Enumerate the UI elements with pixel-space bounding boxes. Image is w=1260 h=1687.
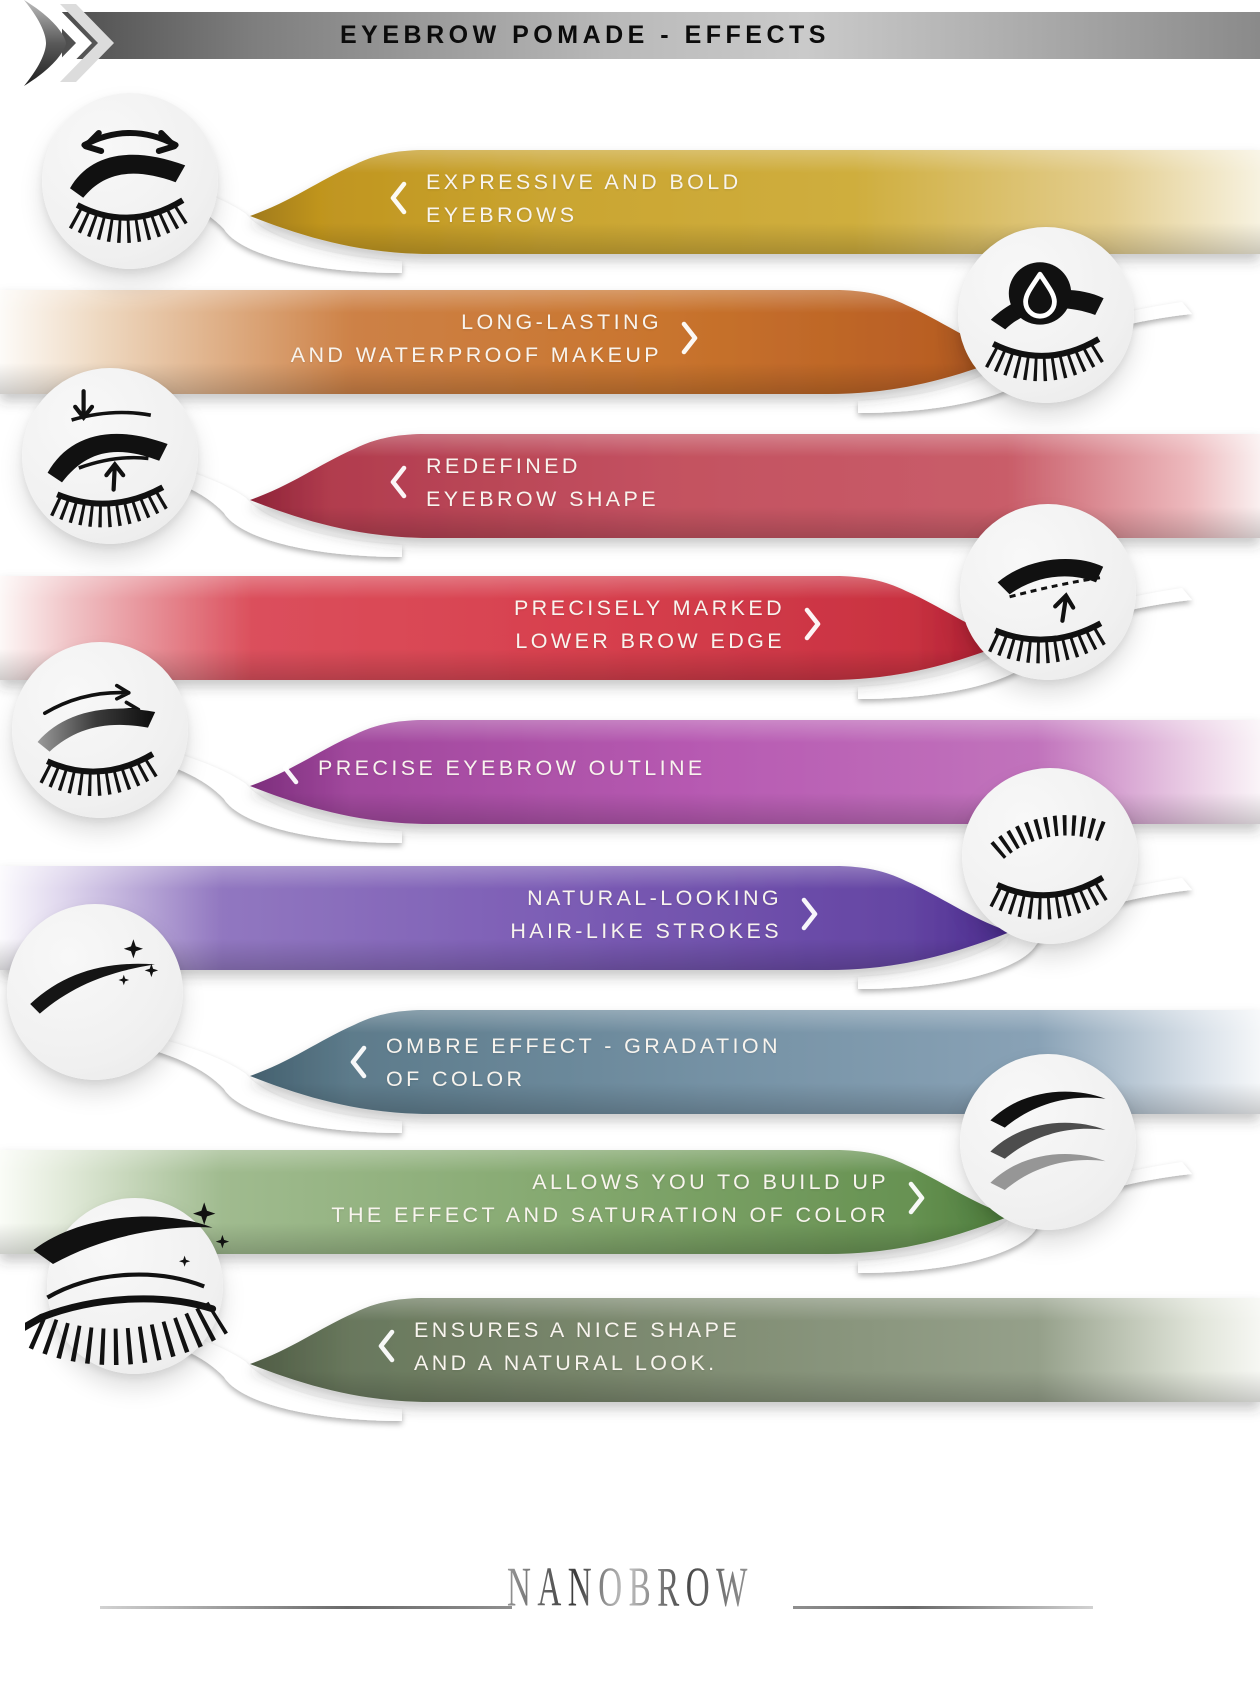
effect-label: OMBRE EFFECT - GRADATION OF COLOR (348, 1012, 781, 1112)
brow-direction-icon (68, 130, 193, 243)
brow-outline-icon (37, 683, 162, 796)
header-swoosh-icon (24, 0, 114, 86)
page-title: EYEBROW POMADE - EFFECTS (340, 21, 830, 49)
brand-logo-text: NANOBROW (506, 1555, 754, 1618)
label-line: LONG-LASTING (461, 309, 662, 334)
chevron-left-icon (390, 465, 407, 499)
effect-circle (958, 227, 1134, 403)
effect-label: PRECISE EYEBROW OUTLINE (280, 718, 706, 818)
brow-waterproof-icon (985, 262, 1108, 382)
divider-line (100, 1606, 512, 1609)
label-line: AND WATERPROOF MAKEUP (290, 342, 662, 367)
brow-reshape-icon (47, 389, 171, 528)
label-line: ENSURES A NICE SHAPE (414, 1317, 741, 1342)
label-line: EYEBROWS (426, 202, 578, 227)
chevron-left-icon (378, 1329, 395, 1363)
brow-ombre-icon (30, 939, 159, 1014)
label-line: HAIR-LIKE STROKES (510, 918, 782, 943)
label-line: ALLOWS YOU TO BUILD UP (532, 1169, 889, 1194)
eye-natural-icon (25, 1202, 230, 1366)
label-line: AND A NATURAL LOOK. (414, 1350, 718, 1375)
label-line: LOWER BROW EDGE (515, 628, 785, 653)
label-line: EYEBROW SHAPE (426, 486, 659, 511)
effect-circle (960, 504, 1136, 680)
effect-circle (962, 768, 1138, 944)
effect-label: ALLOWS YOU TO BUILD UP THE EFFECT AND SAT… (331, 1148, 927, 1248)
label-line: PRECISE EYEBROW OUTLINE (318, 756, 706, 780)
effect-circle (12, 642, 188, 818)
chevron-right-icon (801, 897, 818, 931)
effect-circle (22, 368, 198, 544)
chevron-right-icon (804, 607, 821, 641)
brow-strokes-icon (989, 815, 1112, 920)
divider-line (793, 1606, 1093, 1609)
label-line: EXPRESSIVE AND BOLD (426, 169, 742, 194)
brow-lower-edge-icon (988, 558, 1109, 664)
header-bar (62, 12, 1260, 59)
effect-circle (7, 904, 183, 1080)
label-line: THE EFFECT AND SATURATION OF COLOR (331, 1202, 889, 1227)
effect-circle (42, 93, 218, 269)
effect-label: EXPRESSIVE AND BOLD EYEBROWS (388, 148, 742, 248)
effect-label: REDEFINED EYEBROW SHAPE (388, 432, 659, 532)
label-line: PRECISELY MARKED (513, 595, 785, 620)
label-line: OF COLOR (386, 1066, 526, 1091)
effect-circle (960, 1054, 1136, 1230)
chevron-left-icon (390, 181, 407, 215)
chevron-right-icon (908, 1181, 925, 1215)
effect-label: PRECISELY MARKED LOWER BROW EDGE (514, 574, 823, 674)
brow-buildup-icon (990, 1091, 1106, 1190)
label-line: OMBRE EFFECT - GRADATION (386, 1033, 781, 1058)
effect-label: NATURAL-LOOKING HAIR-LIKE STROKES (510, 864, 820, 964)
label-line: NATURAL-LOOKING (527, 885, 782, 910)
effect-circle (25, 1198, 230, 1374)
brand-logo: NANOBROW (0, 1555, 1260, 1617)
label-line: REDEFINED (426, 453, 581, 478)
effect-label: ENSURES A NICE SHAPE AND A NATURAL LOOK. (376, 1296, 740, 1396)
effect-label: LONG-LASTING AND WATERPROOF MAKEUP (291, 288, 700, 388)
chevron-left-icon (282, 751, 299, 785)
chevron-right-icon (681, 321, 698, 355)
chevron-left-icon (350, 1045, 367, 1079)
